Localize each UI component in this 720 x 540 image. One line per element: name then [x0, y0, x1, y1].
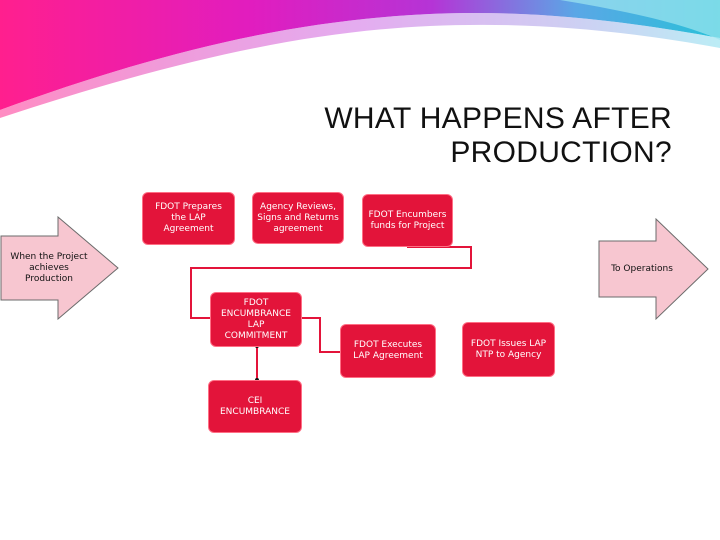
- step-cei-encumbrance: CEI ENCUMBRANCE: [208, 380, 302, 433]
- title-line-2: PRODUCTION?: [450, 136, 672, 169]
- title-line-1: WHAT HAPPENS AFTER: [324, 102, 672, 135]
- step-agency-reviews: Agency Reviews, Signs and Returns agreem…: [252, 192, 344, 244]
- decorative-banner: [0, 0, 720, 118]
- end-arrow-shape: [598, 218, 709, 321]
- connector-encumbers-down: [190, 246, 472, 319]
- step-fdot-encumbrance: FDOT ENCUMBRANCE LAP COMMITMENT: [210, 292, 302, 347]
- step-fdot-prepares: FDOT Prepares the LAP Agreement: [142, 192, 235, 245]
- start-arrow-label: When the Project achieves Production: [10, 252, 88, 284]
- page-title: WHAT HAPPENS AFTER PRODUCTION?: [300, 102, 672, 170]
- step-fdot-encumbers: FDOT Encumbers funds for Project: [362, 194, 453, 247]
- connector-encumbrance-executes: [301, 317, 342, 353]
- end-arrow-label: To Operations: [611, 264, 673, 274]
- step-fdot-executes: FDOT Executes LAP Agreement: [340, 324, 436, 378]
- start-arrow-shape: [0, 216, 119, 320]
- step-fdot-issues-ntp: FDOT Issues LAP NTP to Agency: [462, 322, 555, 377]
